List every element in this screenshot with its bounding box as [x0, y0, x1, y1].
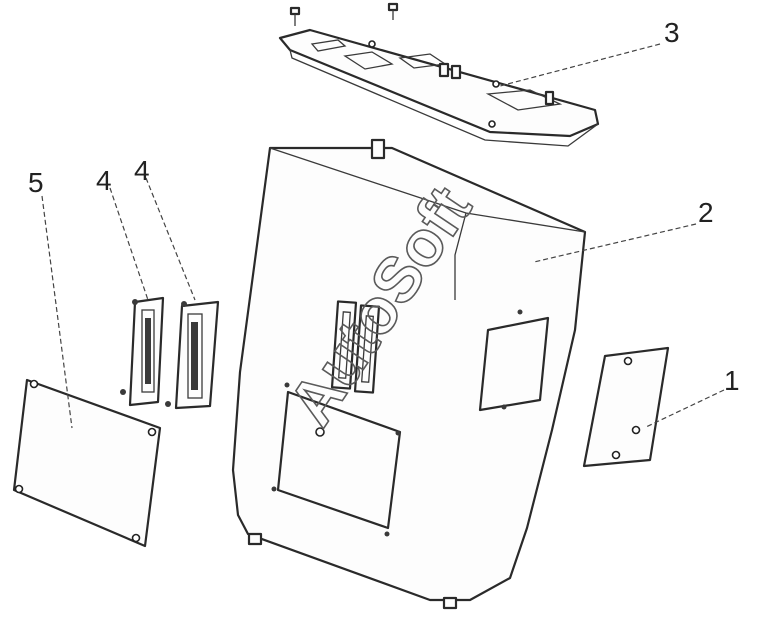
callout-part-4-right: 4: [134, 155, 150, 186]
front-cover-plate: [12, 378, 162, 548]
top-screws: [289, 2, 399, 26]
callout-part-4-left: 4: [96, 165, 112, 196]
callout-part-5: 5: [28, 167, 44, 198]
connector-module-right: [165, 300, 220, 410]
callout-part-2: 2: [698, 197, 714, 228]
cabinet-body: [231, 138, 587, 610]
side-cover-plate: [582, 346, 670, 468]
callout-part-3: 3: [664, 17, 680, 48]
leader-lines: [41, 43, 725, 429]
callout-part-1: 1: [724, 365, 740, 396]
top-plate: [278, 28, 600, 147]
connector-module-left: [120, 296, 165, 407]
